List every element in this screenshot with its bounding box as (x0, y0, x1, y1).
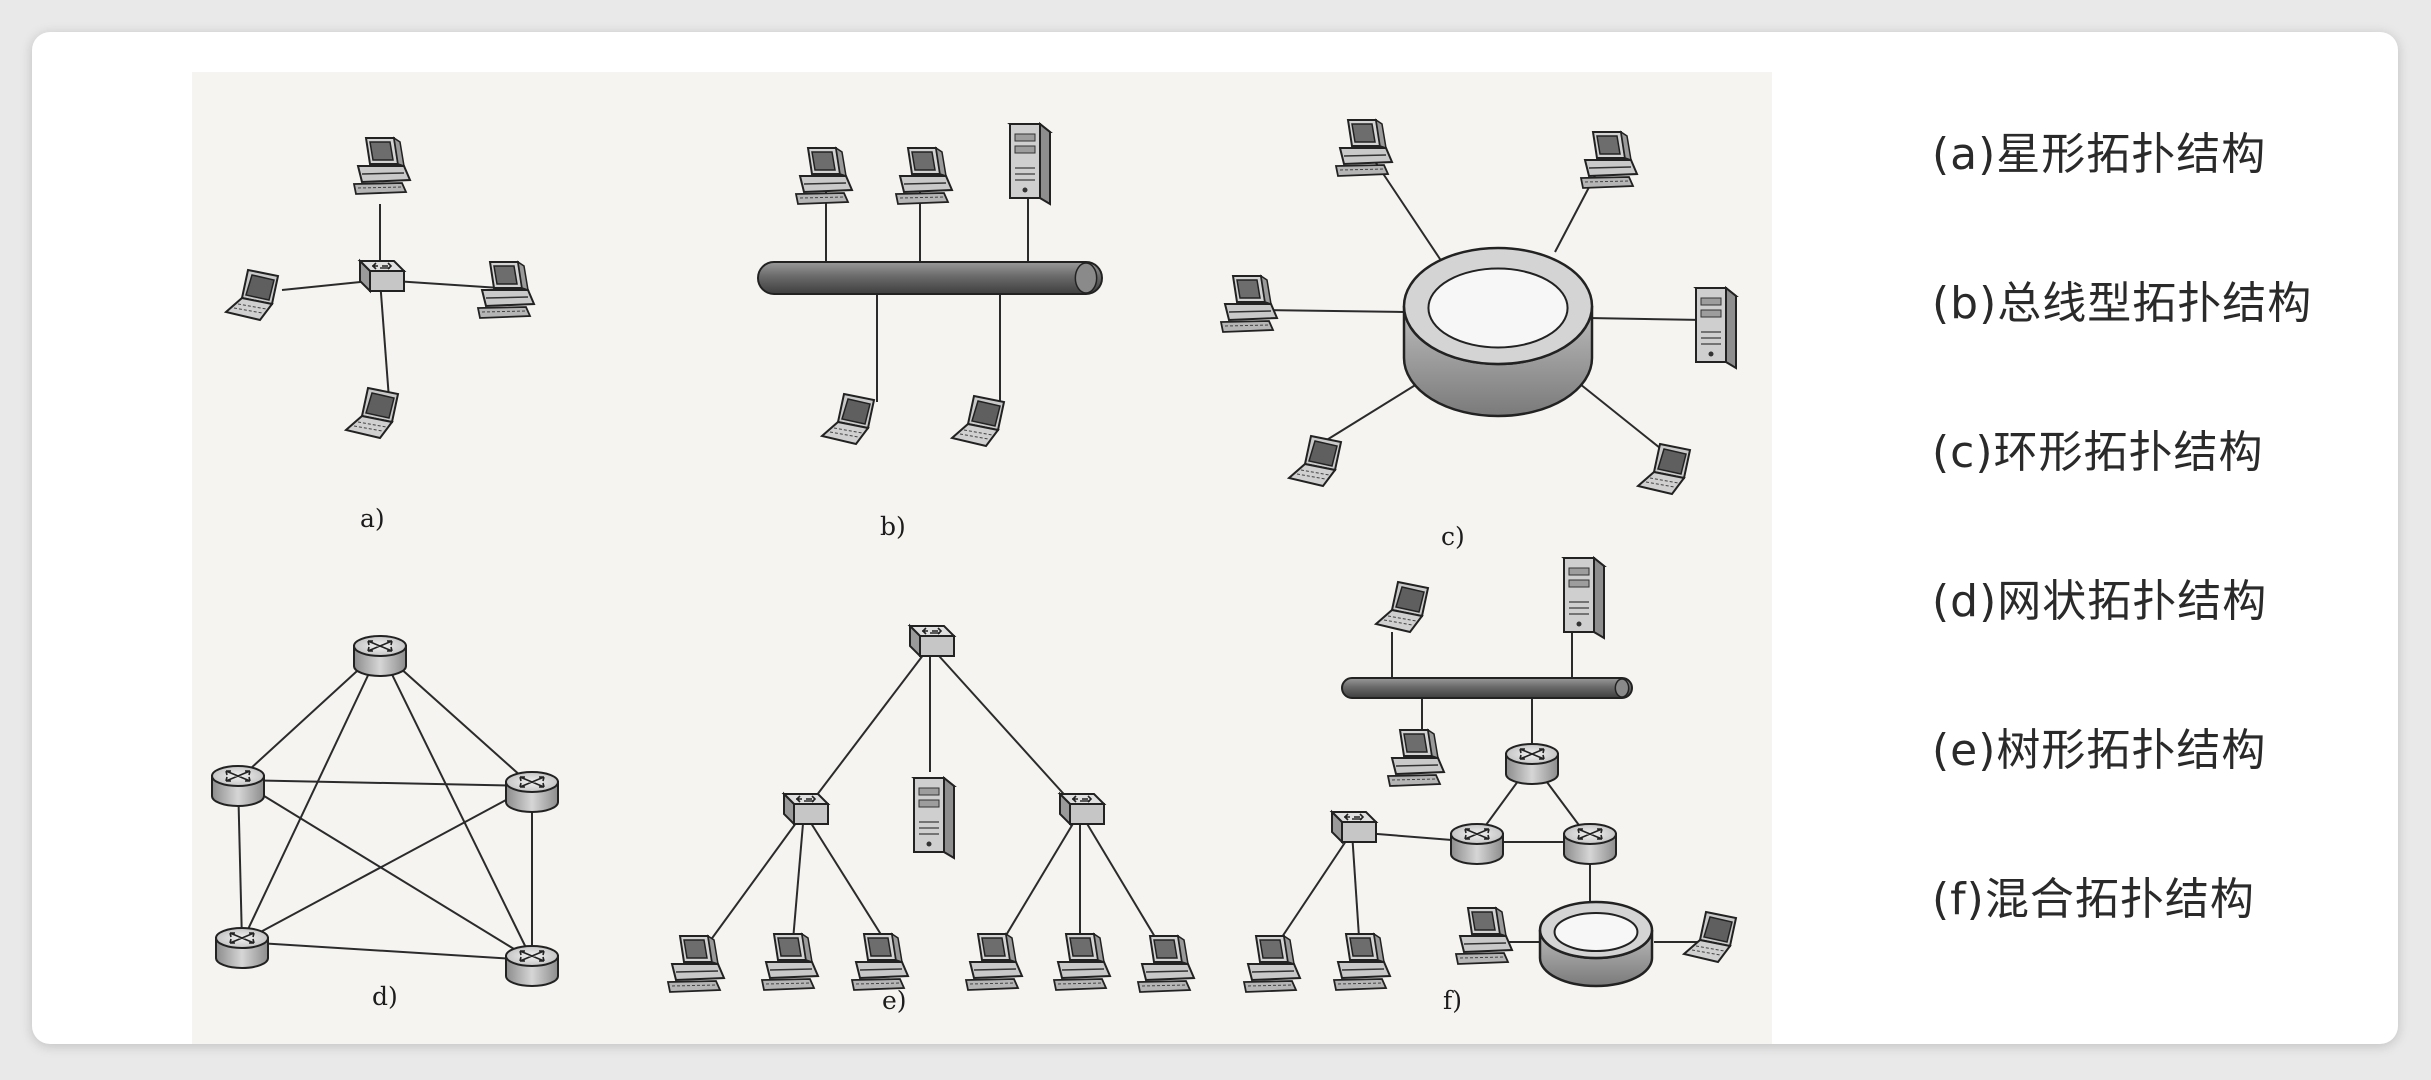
server-icon (914, 778, 954, 858)
laptop-icon (1376, 582, 1428, 632)
panel-label-c: c) (1441, 522, 1465, 551)
topology-figure: a) b) c) d) e) f) (192, 72, 1772, 1044)
desktop-computer-icon (896, 148, 952, 204)
router-icon (354, 636, 406, 676)
link-line (702, 812, 804, 952)
switch-hub-icon (910, 626, 954, 656)
bus-and-ring-media (758, 248, 1652, 986)
link-line (1272, 832, 1352, 952)
desktop-computer-icon (1054, 934, 1110, 990)
laptop-icon (226, 270, 278, 320)
bus-cable-end-icon (1615, 679, 1628, 697)
desktop-computer-icon (1581, 132, 1637, 188)
legend-item-bus: (b)总线型拓扑结构 (1932, 269, 2312, 418)
topology-legend: (a)星形拓扑结构 (b)总线型拓扑结构 (c)环形拓扑结构 (d)网状拓扑结构… (1932, 120, 2312, 1014)
link-line (1580, 384, 1665, 452)
legend-item-star: (a)星形拓扑结构 (1932, 120, 2312, 269)
legend-item-tree: (e)树形拓扑结构 (1932, 716, 2312, 865)
link-line (1260, 310, 1404, 312)
server-icon (1564, 558, 1604, 638)
laptop-icon (822, 394, 874, 444)
link-line (1080, 812, 1164, 952)
link-line (804, 646, 930, 812)
bus-cable-end-icon (1075, 263, 1096, 293)
topology-diagram (192, 72, 1772, 1044)
router-icon (216, 928, 268, 968)
desktop-computer-icon (1221, 276, 1277, 332)
legend-item-hybrid: (f)混合拓扑结构 (1932, 865, 2312, 1014)
mesh-link-line (242, 942, 532, 960)
panel-label-d: d) (372, 982, 398, 1011)
panel-label-b: b) (880, 512, 906, 541)
link-line (996, 812, 1080, 952)
desktop-computer-icon (668, 936, 724, 992)
router-icon (212, 766, 264, 806)
switch-hub-icon (1060, 794, 1104, 824)
router-icon (1451, 824, 1503, 864)
switch-hub-icon (784, 794, 828, 824)
server-icon (1010, 124, 1050, 204)
laptop-icon (346, 388, 398, 438)
link-line (804, 812, 892, 952)
desktop-computer-icon (1244, 936, 1300, 992)
desktop-computer-icon (1388, 730, 1444, 786)
desktop-computer-icon (1138, 936, 1194, 992)
bus-cable-icon (1342, 678, 1632, 698)
content-card: a) b) c) d) e) f) (a)星形拓扑结构 (b)总线型拓扑结构 (… (32, 32, 2398, 1044)
mesh-link-line (238, 780, 532, 786)
laptop-icon (1638, 444, 1690, 494)
router-icon (1506, 744, 1558, 784)
desktop-computer-icon (1456, 908, 1512, 964)
switch-hub-icon (1332, 812, 1376, 842)
router-icon (506, 772, 558, 812)
bus-cable-icon (758, 262, 1102, 294)
link-line (1317, 384, 1417, 446)
router-icon (1564, 824, 1616, 864)
laptop-icon (1684, 912, 1736, 962)
laptop-icon (952, 396, 1004, 446)
panel-label-f: f) (1443, 986, 1462, 1015)
router-icon (506, 946, 558, 986)
desktop-computer-icon (796, 148, 852, 204)
desktop-computer-icon (966, 934, 1022, 990)
desktop-computer-icon (1336, 120, 1392, 176)
desktop-computer-icon (354, 138, 410, 194)
link-line (792, 812, 804, 952)
desktop-computer-icon (762, 934, 818, 990)
switch-hub-icon (360, 261, 404, 291)
desktop-computer-icon (478, 262, 534, 318)
panel-label-e: e) (882, 986, 907, 1015)
server-icon (1696, 288, 1736, 368)
link-line (1588, 318, 1704, 320)
legend-item-mesh: (d)网状拓扑结构 (1932, 567, 2312, 716)
laptop-icon (1289, 436, 1341, 486)
panel-label-a: a) (360, 504, 385, 533)
legend-item-ring: (c)环形拓扑结构 (1932, 418, 2312, 567)
ring-icon (1404, 248, 1592, 416)
desktop-computer-icon (1334, 934, 1390, 990)
desktop-computer-icon (852, 934, 908, 990)
ring-icon (1540, 902, 1652, 986)
